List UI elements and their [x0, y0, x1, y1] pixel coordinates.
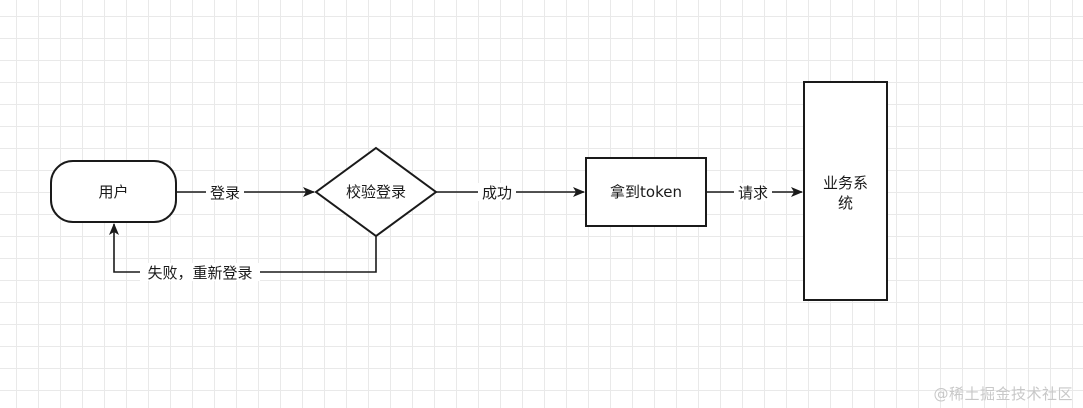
node-business-label-line2: 统	[838, 194, 853, 212]
edge-login-label: 登录	[210, 184, 240, 202]
edge-fail-relogin[interactable]: 失败，重新登录	[109, 223, 377, 282]
edge-fail-relogin-label: 失败，重新登录	[147, 264, 252, 282]
node-token-label: 拿到token	[610, 183, 682, 201]
node-token[interactable]: 拿到token	[585, 157, 707, 227]
edge-request[interactable]: 请求	[706, 183, 803, 202]
node-business-label-line1: 业务系	[823, 174, 868, 192]
edge-login[interactable]: 登录	[176, 183, 315, 202]
node-business-system[interactable]: 业务系 统	[803, 81, 888, 301]
edge-success-label: 成功	[482, 184, 512, 202]
node-verify-label: 校验登录	[346, 183, 406, 201]
node-verify[interactable]: 校验登录	[314, 146, 438, 238]
edge-success[interactable]: 成功	[436, 183, 585, 202]
node-user[interactable]: 用户	[50, 160, 177, 223]
watermark: @稀土掘金技术社区	[933, 385, 1073, 403]
node-user-label: 用户	[98, 183, 128, 201]
edge-request-label: 请求	[738, 184, 768, 202]
